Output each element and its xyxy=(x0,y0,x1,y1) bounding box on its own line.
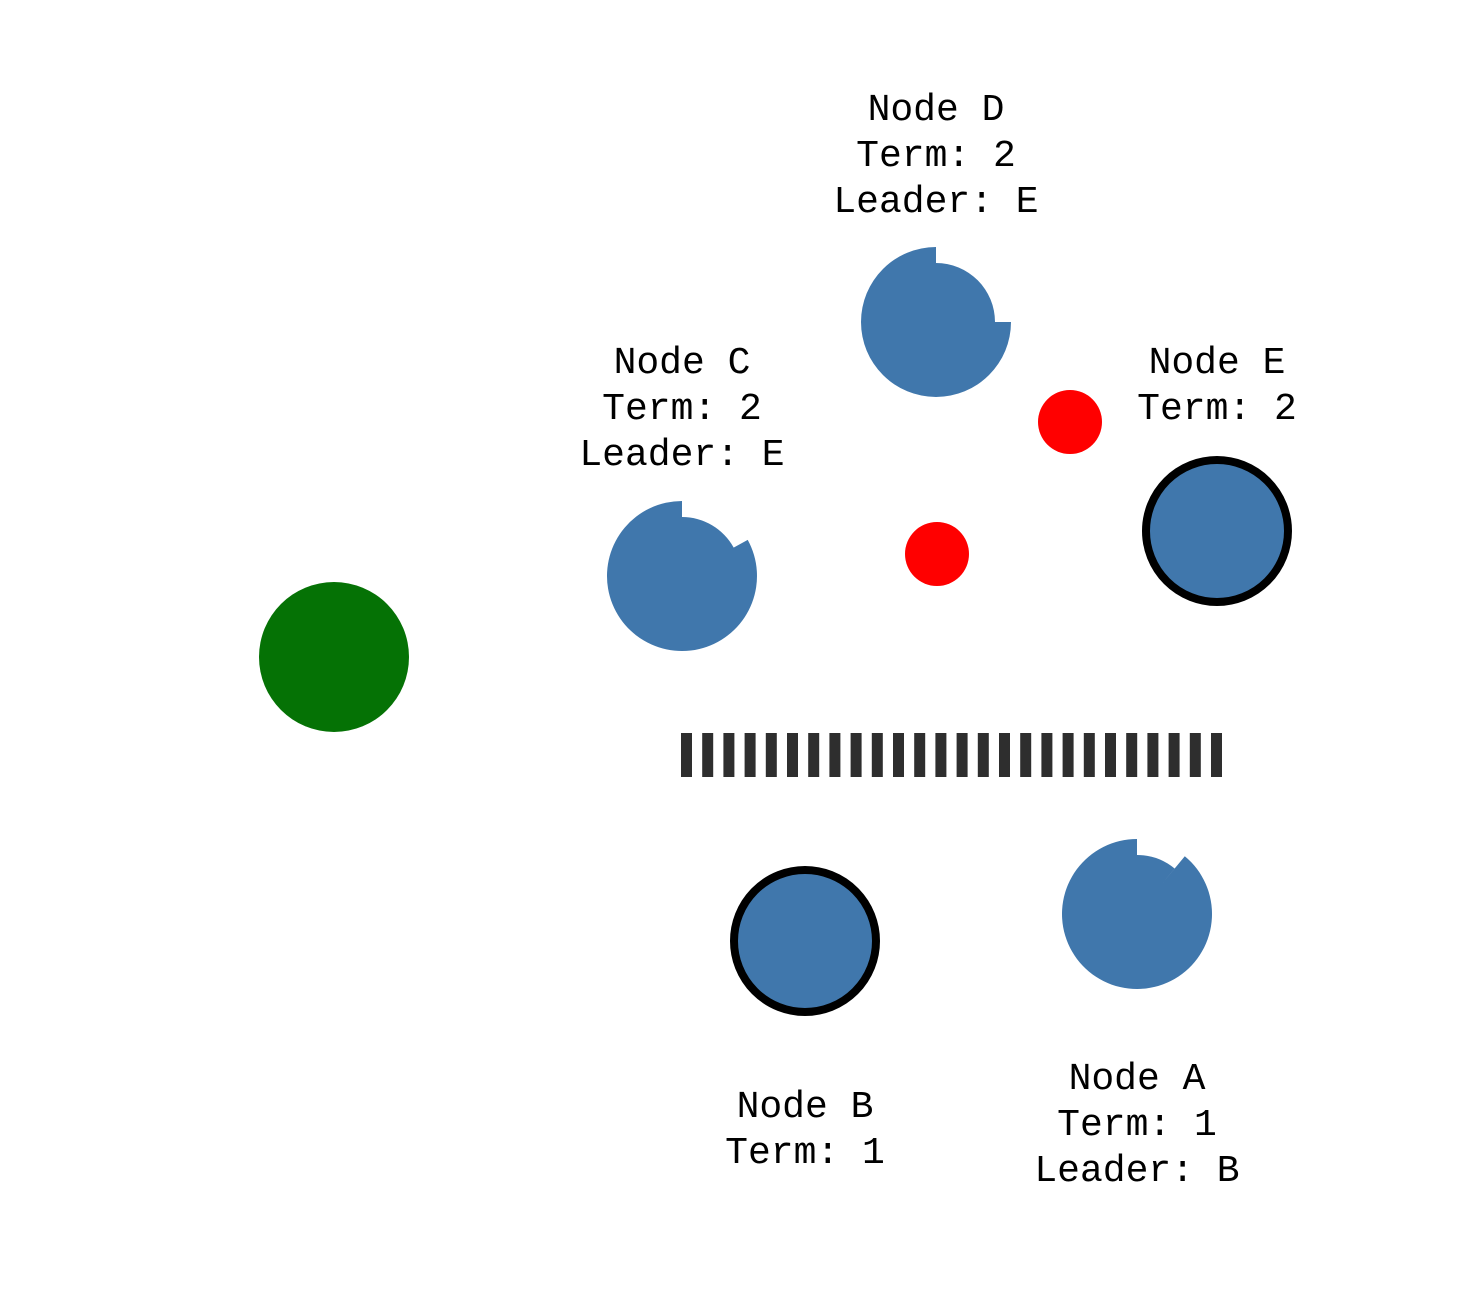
node-label-line: Leader: B xyxy=(1034,1150,1239,1193)
node-label-line: Node B xyxy=(737,1086,874,1129)
partition-bar xyxy=(808,733,820,777)
partition-bar xyxy=(999,733,1010,777)
message-dot-icon xyxy=(905,522,969,586)
node-label-line: Node A xyxy=(1069,1058,1206,1101)
partition-bar xyxy=(723,733,735,777)
partition-bar xyxy=(1211,733,1222,777)
partition-bar xyxy=(850,733,862,777)
partition-bar xyxy=(1189,733,1201,777)
partition-bar xyxy=(702,733,714,777)
node-timer-pie-icon xyxy=(1062,839,1213,989)
message-dot-icon xyxy=(1038,390,1102,454)
partition-bar xyxy=(871,733,883,777)
node-label-line: Term: 1 xyxy=(725,1132,885,1175)
leader-node-circle-icon xyxy=(1142,456,1292,606)
node-timer-pie-icon xyxy=(606,501,757,652)
partition-bar xyxy=(1041,733,1053,777)
partition-bar xyxy=(935,733,947,777)
partition-bar xyxy=(1126,733,1138,777)
partition-bar xyxy=(956,733,968,777)
partition-bar xyxy=(1168,733,1180,777)
partition-bar xyxy=(893,733,904,777)
partition-bar xyxy=(1147,733,1159,777)
node-label-line: Node C xyxy=(614,342,751,385)
partition-bar xyxy=(829,733,841,777)
partition-bar xyxy=(914,733,926,777)
partition-bar xyxy=(1105,733,1116,777)
node-label-line: Term: 1 xyxy=(1057,1104,1217,1147)
node-label-line: Term: 2 xyxy=(856,135,1016,178)
leader-node-circle-icon xyxy=(730,866,880,1016)
node-label-line: Term: 2 xyxy=(1137,388,1297,431)
partition-bar xyxy=(1062,733,1074,777)
node-label-line: Node E xyxy=(1149,342,1286,385)
node-label-line: Leader: E xyxy=(579,434,784,477)
partition-bar xyxy=(681,733,692,777)
partition-bar xyxy=(977,733,989,777)
network-partition xyxy=(681,733,1222,777)
client-circle-icon[interactable] xyxy=(259,582,409,732)
node-label-line: Leader: E xyxy=(833,181,1038,224)
partition-bar xyxy=(1020,733,1032,777)
partition-bar xyxy=(765,733,777,777)
partition-bar xyxy=(1083,733,1095,777)
node-timer-pie-icon xyxy=(861,247,1011,397)
node-label-line: Term: 2 xyxy=(602,388,762,431)
partition-bar xyxy=(787,733,798,777)
node-label-line: Node D xyxy=(868,89,1005,132)
partition-bar xyxy=(744,733,756,777)
